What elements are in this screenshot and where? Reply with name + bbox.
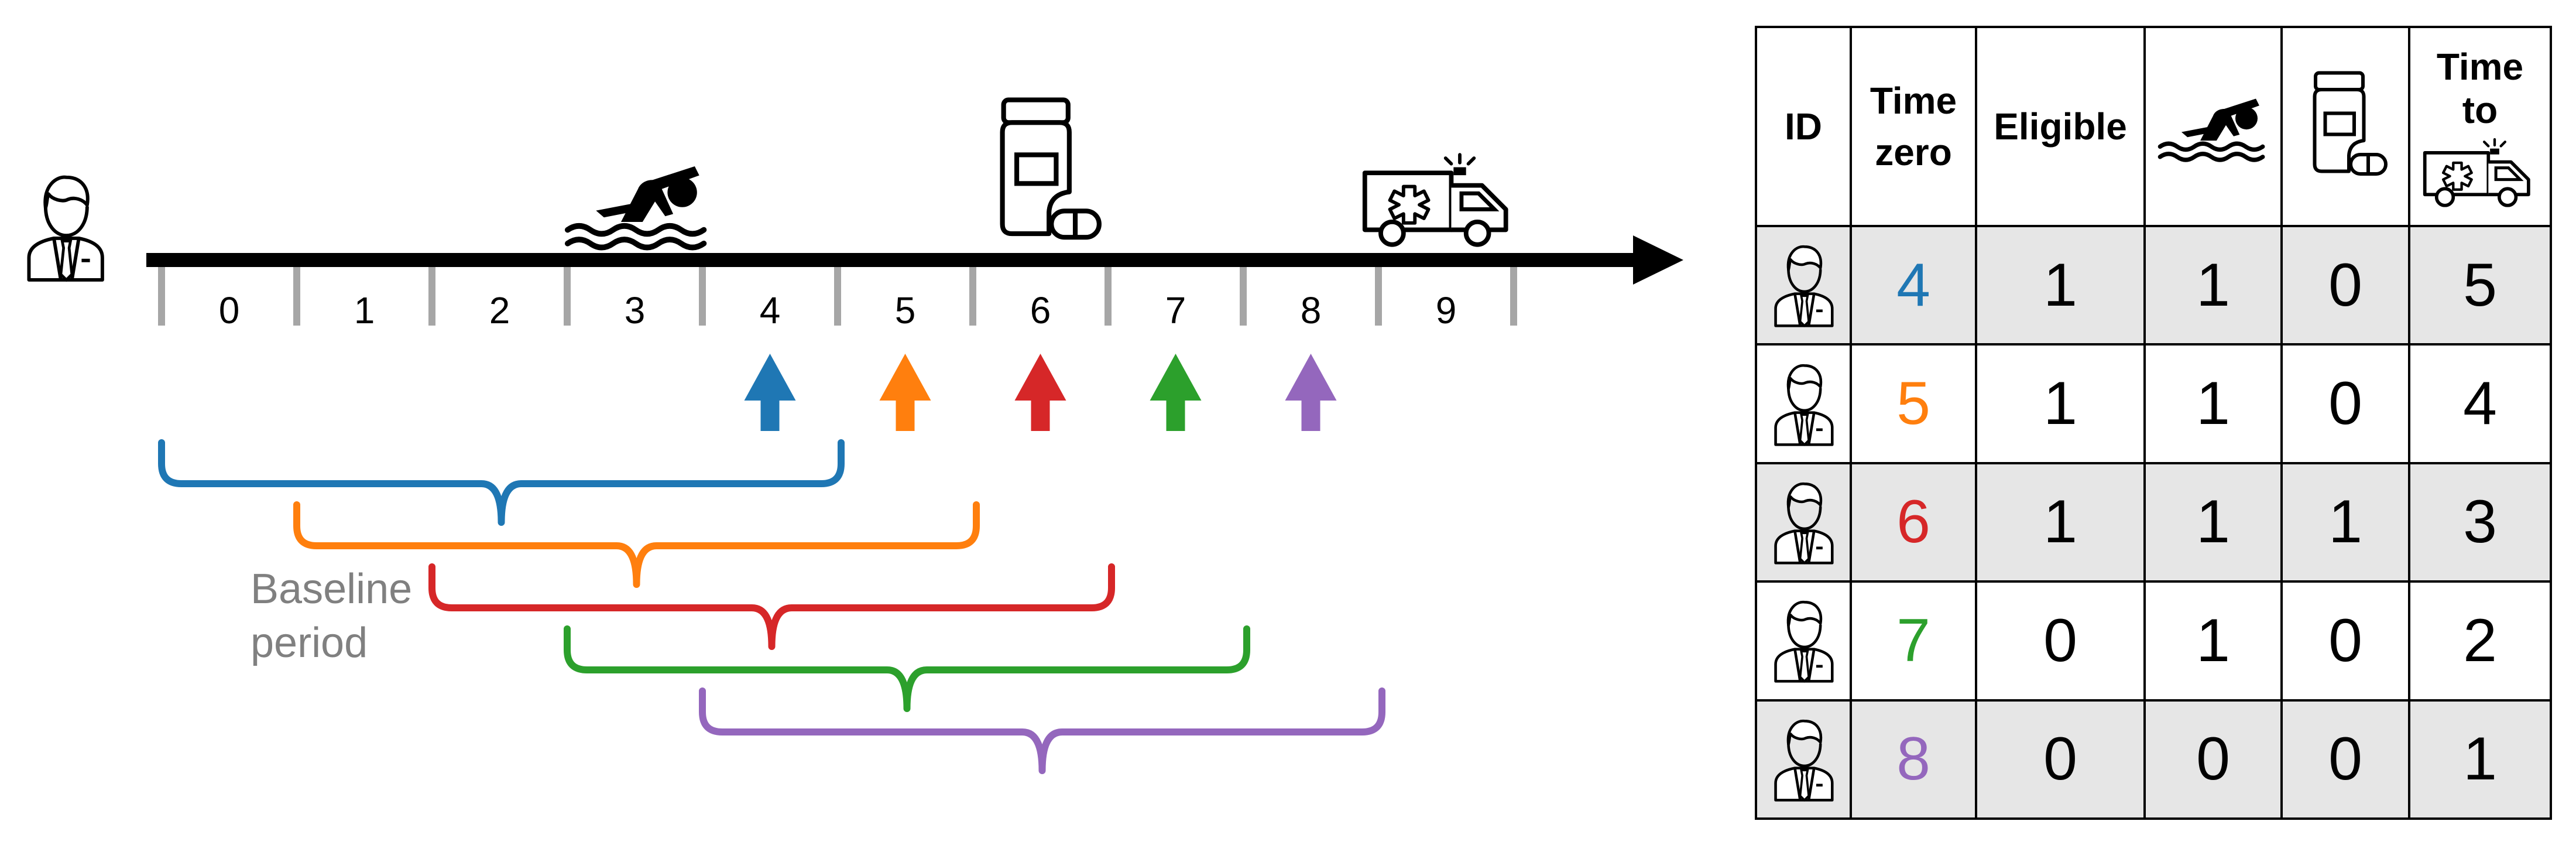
header-eligible: Eligible xyxy=(1975,26,2146,227)
cell-time-zero: 6 xyxy=(1850,461,1977,583)
header-id: ID xyxy=(1755,26,1852,227)
baseline-braces xyxy=(158,439,1385,774)
baseline-brace xyxy=(428,563,1115,650)
cell-time-to: 5 xyxy=(2408,224,2552,346)
cell-swim: 1 xyxy=(2143,580,2283,702)
cell-swim: 1 xyxy=(2143,461,2283,583)
time-zero-arrow xyxy=(879,354,931,431)
header-swim xyxy=(2143,26,2283,227)
cell-medication: 0 xyxy=(2280,224,2410,346)
medication-icon xyxy=(2301,69,2389,184)
timeline-ticks xyxy=(158,260,1517,326)
tick-label: 2 xyxy=(489,289,510,331)
cell-eligible: 0 xyxy=(1975,580,2146,702)
cell-time-to: 3 xyxy=(2408,461,2552,583)
time-zero-arrow xyxy=(1150,354,1202,431)
baseline-label: Baseline period xyxy=(251,566,424,666)
tick-label: 1 xyxy=(354,289,375,331)
cell-time-to: 2 xyxy=(2408,580,2552,702)
swimmer-icon xyxy=(568,166,704,248)
cell-id xyxy=(1755,343,1852,464)
time-zero-arrow xyxy=(744,354,796,431)
cell-eligible: 1 xyxy=(1975,224,2146,346)
cell-time-to: 4 xyxy=(2408,343,2552,464)
time-zero-arrows xyxy=(744,354,1337,431)
cell-id xyxy=(1755,580,1852,702)
person-icon xyxy=(1771,480,1836,565)
time-zero-arrow xyxy=(1285,354,1337,431)
person-icon xyxy=(1771,361,1836,447)
swimmer-icon xyxy=(2157,90,2269,163)
header-time-zero: Time zero xyxy=(1850,26,1977,227)
timeline-arrowhead xyxy=(1633,235,1683,285)
baseline-brace xyxy=(293,501,980,588)
ambulance-icon xyxy=(1365,155,1506,244)
cell-medication: 1 xyxy=(2280,461,2410,583)
cell-swim: 1 xyxy=(2143,343,2283,464)
header-id-label: ID xyxy=(1785,105,1822,148)
tick-label: 8 xyxy=(1301,289,1322,331)
header-time-zero-label: Time zero xyxy=(1870,80,1957,173)
cell-medication: 0 xyxy=(2280,343,2410,464)
header-medication xyxy=(2280,26,2410,227)
cell-time-zero: 5 xyxy=(1850,343,1977,464)
cell-time-to: 1 xyxy=(2408,699,2552,820)
tick-label: 3 xyxy=(625,289,646,331)
tick-label: 4 xyxy=(760,289,781,331)
cell-eligible: 0 xyxy=(1975,699,2146,820)
baseline-brace xyxy=(158,439,845,526)
cell-id xyxy=(1755,224,1852,346)
cell-time-zero: 8 xyxy=(1850,699,1977,820)
baseline-brace xyxy=(699,687,1385,774)
tick-label: 9 xyxy=(1436,289,1457,331)
time-zero-arrow xyxy=(1014,354,1066,431)
tick-label: 0 xyxy=(219,289,240,331)
cell-swim: 0 xyxy=(2143,699,2283,820)
cell-time-zero: 7 xyxy=(1850,580,1977,702)
medication-icon xyxy=(1003,100,1099,238)
cell-medication: 0 xyxy=(2280,699,2410,820)
header-time-to: Time to xyxy=(2408,26,2552,227)
table-header-row: ID Time zero Eligible Time to xyxy=(1755,26,2552,227)
timeline-tick-labels: 0 1 2 3 4 5 6 7 8 9 xyxy=(219,289,1457,331)
tick-label: 6 xyxy=(1030,289,1051,331)
header-time-to-label: Time to xyxy=(2436,46,2524,131)
cell-swim: 1 xyxy=(2143,224,2283,346)
person-icon xyxy=(1771,598,1836,683)
cell-eligible: 1 xyxy=(1975,461,2146,583)
ambulance-icon xyxy=(2421,135,2539,208)
baseline-brace xyxy=(564,625,1250,712)
person-icon xyxy=(29,177,102,280)
person-icon xyxy=(1771,717,1836,802)
tick-label: 7 xyxy=(1165,289,1186,331)
cell-eligible: 1 xyxy=(1975,343,2146,464)
baseline-label-line1: Baseline xyxy=(251,566,412,613)
baseline-label-line2: period xyxy=(251,620,368,666)
cell-medication: 0 xyxy=(2280,580,2410,702)
cell-time-zero: 4 xyxy=(1850,224,1977,346)
cell-id xyxy=(1755,461,1852,583)
tick-label: 5 xyxy=(895,289,916,331)
header-eligible-label: Eligible xyxy=(1994,105,2127,148)
cell-id xyxy=(1755,699,1852,820)
person-icon xyxy=(1771,242,1836,328)
